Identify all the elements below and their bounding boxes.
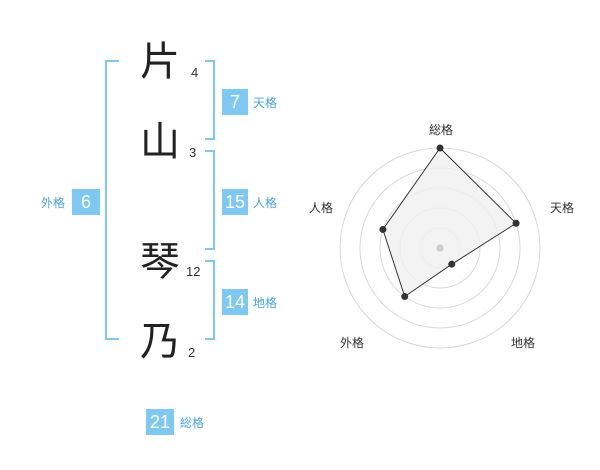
gaikaku-bracket-bottom (105, 338, 119, 340)
chikaku-bracket-bottom (205, 338, 215, 340)
radar-axis-label-gaikaku: 外格 (340, 335, 364, 350)
stroke-count-4: 2 (188, 345, 196, 360)
tenkaku-bracket-vertical (213, 60, 215, 140)
radar-point-4 (379, 225, 387, 233)
jinkaku-badge: 15 (222, 189, 248, 215)
name-char-1: 片 (140, 39, 180, 85)
name-char-4: 乃 (140, 319, 180, 365)
radar-axis-label-chikaku: 地格 (511, 335, 535, 350)
jinkaku-bracket-vertical (213, 150, 215, 250)
tenkaku-badge: 7 (222, 89, 248, 115)
radar-points (379, 144, 520, 301)
tenkaku-label: 天格 (253, 96, 278, 110)
soukaku-badge: 21 (146, 409, 174, 435)
chikaku-bracket-top (205, 260, 215, 262)
stroke-count-2: 3 (189, 145, 197, 160)
chikaku-label: 地格 (253, 296, 278, 310)
gaikaku-bracket-top (105, 60, 119, 62)
radar-point-3 (401, 293, 409, 301)
jinkaku-bracket-bottom (205, 248, 215, 250)
jinkaku-bracket-top (205, 150, 215, 152)
gaikaku-bracket-vertical (105, 60, 107, 340)
radar-axis-label-tenkaku: 天格 (550, 200, 574, 215)
gaikaku-label: 外格 (41, 196, 66, 210)
gaikaku-badge: 6 (72, 189, 100, 215)
soukaku-label: 総格 (180, 416, 205, 430)
name-char-2: 山 (140, 119, 180, 165)
stroke-count-3: 12 (186, 264, 201, 279)
radar-axis-label-jinkaku: 人格 (309, 200, 333, 215)
jinkaku-label: 人格 (253, 196, 278, 210)
radar-series-polygon (382, 147, 517, 298)
stroke-count-1: 4 (191, 65, 199, 80)
radar-point-2 (448, 260, 456, 268)
tenkaku-bracket-top (205, 60, 215, 62)
chikaku-badge: 14 (222, 289, 248, 315)
tenkaku-bracket-bottom (205, 138, 215, 140)
radar-center-dot (436, 244, 444, 252)
name-char-3: 琴 (140, 239, 180, 285)
radar-point-0 (436, 144, 444, 152)
radar-axis-label-soukaku: 総格 (429, 122, 453, 137)
chikaku-bracket-vertical (213, 260, 215, 340)
radar-point-1 (512, 219, 520, 227)
